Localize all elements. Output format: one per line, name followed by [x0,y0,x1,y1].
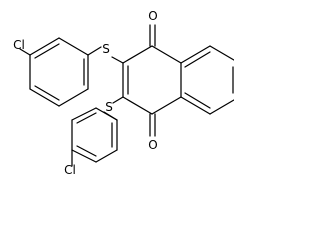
oxygen-top-label: O [148,9,157,23]
bond-c2-c1 [122,45,153,64]
naphthoquinone-core [122,45,234,115]
bond-c3-s-bottom [112,96,124,104]
bond-top-ring-cl [19,48,31,56]
bottom-ring-bond-2 [95,149,118,163]
bond-s-top-aryl [87,46,102,56]
bottom-ring-bond-5 [71,107,97,121]
bottom-ring-double-3 [76,112,97,124]
chemical-structure-diagram: O O S S Cl Cl [13,9,234,177]
bond-aromatic-4 [209,99,234,115]
top-chlorophenyl-ring [19,37,89,107]
bond-c1-c8a [151,45,182,64]
oxygen-bottom-label: O [148,138,157,152]
bond-c4-c3 [122,96,153,115]
bond-aromatic-5 [180,96,211,115]
atom-labels: O O S S Cl Cl [13,9,158,177]
top-ring-double-3 [34,43,60,59]
top-ring-double-2 [34,85,60,101]
sulfur-top-label: S [102,42,110,56]
bond-c4a-c4 [151,96,182,115]
top-ring-bond-6 [58,37,89,56]
bottom-ring-bond-3 [71,149,97,163]
top-ring-bond-2 [58,88,89,107]
bond-aromatic-double-3 [184,92,211,109]
bottom-chlorophenyl-ring [71,107,118,167]
top-ring-bond-3 [29,88,60,107]
bond-aromatic-2 [209,45,234,61]
bottom-ring-double-2 [76,145,97,157]
top-ring-bond-5 [29,37,60,56]
sulfur-bottom-label: S [105,100,113,114]
bond-c2-s-top [111,56,124,64]
bond-aromatic-1 [180,45,211,64]
chlorine-top-label: Cl [13,38,25,52]
chlorine-bottom-label: Cl [64,163,76,177]
carbonyl-groups [149,24,156,137]
bond-aromatic-double-1 [184,51,211,68]
bottom-ring-bond-6 [95,107,118,121]
